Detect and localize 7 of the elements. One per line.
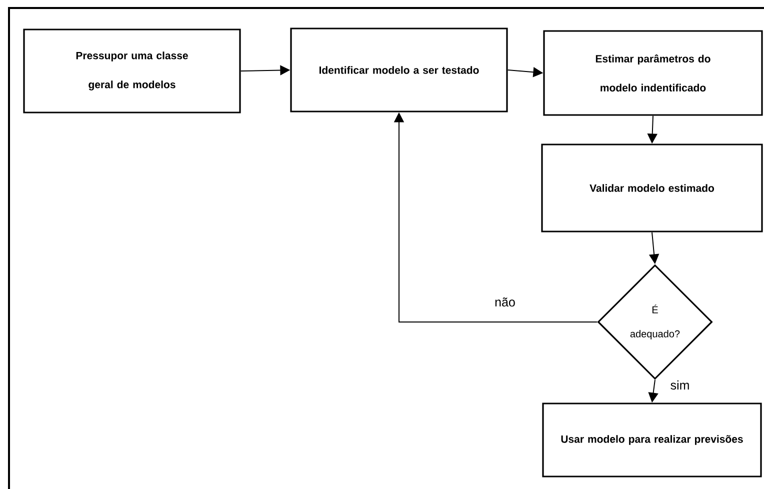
edge-label: não <box>494 296 516 308</box>
process-box: Pressupor uma classe geral de modelos <box>23 28 241 114</box>
process-box: Estimar parâmetros do modelo indentificado <box>543 30 763 116</box>
process-box: Validar modelo estimado <box>541 144 763 232</box>
edge-label: sim <box>669 379 691 391</box>
process-box: Usar modelo para realizar previsões <box>542 402 762 478</box>
process-box: Identificar modelo a ser testado <box>290 28 508 112</box>
